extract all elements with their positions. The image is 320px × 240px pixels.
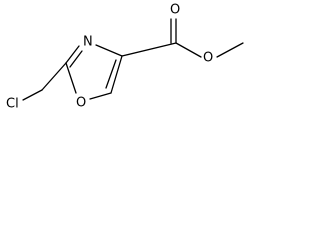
bond-c4-c5-double: [105, 59, 117, 89]
bond-c4-c5: [110, 55, 123, 94]
bond-o1-c2: [65, 62, 77, 94]
ester-oxygen-label: O: [203, 51, 213, 66]
bond-c5-o1: [89, 92, 112, 100]
bond-c4-carboxyl: [121, 42, 177, 57]
bonds: [22, 18, 244, 101]
bond-cl-ch2: [22, 89, 43, 101]
atom-labels: Cl N O O O: [6, 3, 213, 112]
chlorine-label: Cl: [6, 97, 19, 112]
bond-c2-n3: [65, 45, 80, 64]
bond-carboxyl-o-ester: [175, 42, 202, 58]
bond-c2-n3-double: [69, 50, 83, 68]
ring-oxygen-label: O: [76, 96, 86, 111]
bond-n3-c4: [95, 44, 123, 57]
carbonyl-oxygen-label: O: [170, 3, 180, 18]
bond-ch2-c2: [41, 62, 67, 91]
chemical-structure: Cl N O O O: [6, 3, 244, 112]
nitrogen-label: N: [83, 35, 93, 50]
bond-o-methyl: [216, 42, 244, 58]
